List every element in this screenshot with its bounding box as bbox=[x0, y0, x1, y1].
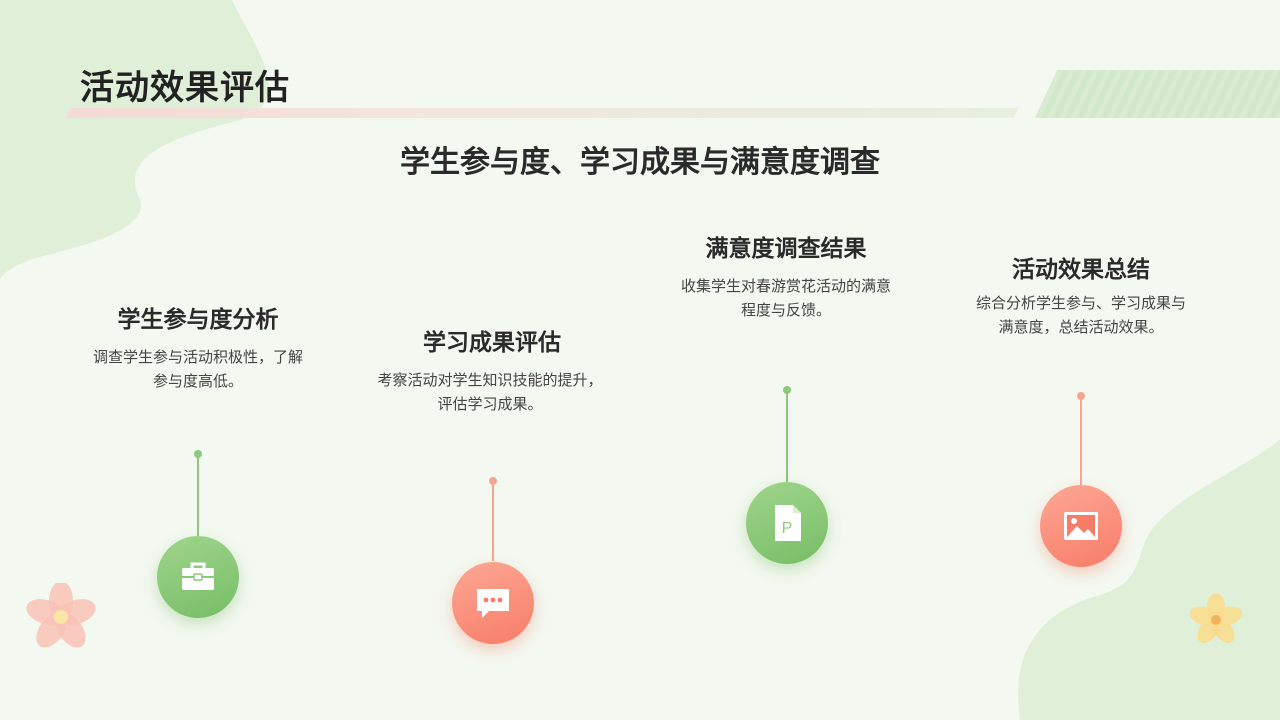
item-description: 考察活动对学生知识技能的提升，评估学习成果。 bbox=[377, 371, 603, 413]
timeline-stem bbox=[492, 483, 494, 561]
svg-text:P: P bbox=[782, 520, 793, 537]
image-icon-circle bbox=[1040, 485, 1122, 567]
timeline-stem bbox=[1080, 398, 1082, 486]
bottom-right-blob bbox=[1018, 440, 1280, 720]
image-icon bbox=[1064, 512, 1098, 540]
pink-flower-icon bbox=[26, 583, 96, 648]
item-description: 综合分析学生参与、学习成果与满意度，总结活动效果。 bbox=[975, 294, 1186, 336]
briefcase-icon-circle bbox=[157, 536, 239, 618]
timeline-dot bbox=[194, 450, 202, 458]
page-subtitle: 学生参与度、学习成果与满意度调查 bbox=[400, 145, 880, 180]
item-title: 学生参与度分析 bbox=[117, 307, 279, 333]
briefcase-icon bbox=[182, 562, 214, 590]
chat-bubble-icon-circle bbox=[452, 562, 534, 644]
timeline-dot bbox=[783, 386, 791, 394]
item-title: 满意度调查结果 bbox=[705, 236, 867, 262]
yellow-flower-icon bbox=[1190, 594, 1242, 643]
top-left-blob bbox=[0, 0, 269, 280]
timeline-stem bbox=[786, 392, 788, 484]
timeline-stem bbox=[197, 456, 199, 538]
item-description: 调查学生参与活动积极性，了解参与度高低。 bbox=[92, 348, 303, 390]
timeline-dot bbox=[489, 477, 497, 485]
header-decoration bbox=[1034, 70, 1280, 118]
item-title: 学习成果评估 bbox=[423, 330, 561, 356]
timeline-dot bbox=[1077, 392, 1085, 400]
item-title: 活动效果总结 bbox=[1012, 257, 1150, 283]
item-description: 收集学生对春游赏花活动的满意程度与反馈。 bbox=[680, 277, 891, 319]
title-underline bbox=[65, 108, 1019, 118]
document-p-icon: P bbox=[775, 505, 801, 541]
document-p-icon-circle: P bbox=[746, 482, 828, 564]
chat-bubble-icon bbox=[477, 589, 509, 618]
page-title: 活动效果评估 bbox=[80, 68, 290, 108]
